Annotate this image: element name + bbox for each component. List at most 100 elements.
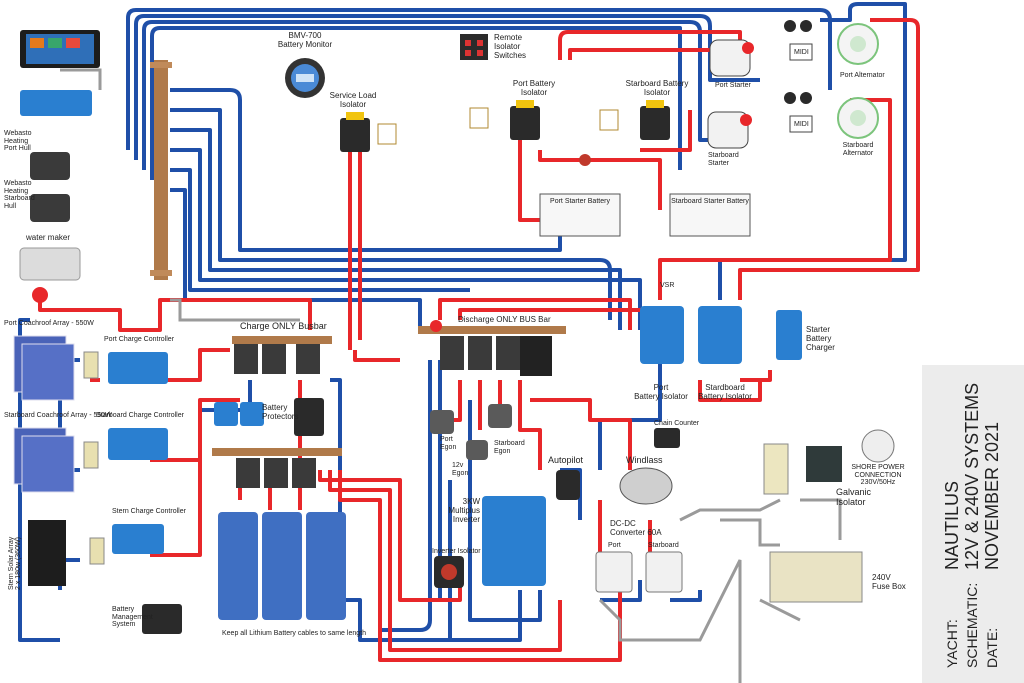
bmv-label: BMV-700 Battery Monitor xyxy=(277,31,333,49)
array-breaker xyxy=(83,441,99,469)
discharge-busbar xyxy=(418,320,566,376)
port-egon-label: Port Egon xyxy=(440,436,457,451)
starboard-egon xyxy=(488,404,512,428)
water-maker-label: water maker xyxy=(26,233,71,242)
battery-protectors-label: Battery Protectors xyxy=(262,403,299,421)
vsr-label: VSR xyxy=(660,282,675,289)
starboard-battery-isolator-label: Starboard Battery Isolator xyxy=(625,79,689,97)
webasto-port-controller xyxy=(30,152,70,180)
title-block xyxy=(922,365,1024,683)
bmv-700-monitor xyxy=(285,58,325,98)
service-load-isolator-label: Service Load Isolator xyxy=(329,91,377,109)
stern-array-label: Stern Solar Array 2 x 180w (360W) xyxy=(8,536,22,590)
dcdc-starboard-label: Starboard xyxy=(648,542,679,549)
midi-label-2: MIDI xyxy=(794,121,809,128)
shore-breaker xyxy=(763,443,789,495)
schematic-value: 12V & 240V SYSTEMS xyxy=(962,382,982,570)
stern-mppt xyxy=(112,524,164,554)
port-alternator-label: Port Alternator xyxy=(840,72,885,79)
port-isolator-label: Port Battery Isolator xyxy=(634,383,688,401)
gauge-icon xyxy=(800,20,812,32)
port-battery-isolator-label: Port Battery Isolator xyxy=(512,79,556,97)
remote-isolator-label: Remote Isolator Switches xyxy=(494,33,527,60)
stern-solar-array xyxy=(28,520,66,586)
cyrix-relay xyxy=(294,398,324,436)
autopilot-label: Autopilot xyxy=(548,455,584,465)
starter-charger-label: Starter Battery Charger xyxy=(806,325,835,352)
starboard-isolator-label: Stardboard Battery Isolator xyxy=(698,383,752,401)
yacht-label: YACHT: xyxy=(944,619,960,668)
fuse-holder xyxy=(579,154,591,166)
terminal-block xyxy=(599,109,619,131)
midi-fuse-stbd xyxy=(789,115,813,133)
date-label: DATE: xyxy=(984,627,1000,668)
midi-fuse-port xyxy=(789,43,813,61)
fuse-box-label: 240V Fuse Box xyxy=(872,573,906,591)
bms-label: Battery Management System xyxy=(112,606,153,629)
shore-power-inlet xyxy=(861,429,895,463)
bms-unit xyxy=(142,604,182,634)
port-cc-label: Port Charge Controller xyxy=(104,336,175,343)
midi-label: MIDI xyxy=(794,49,809,56)
port-alternator xyxy=(837,23,879,65)
starboard-battery-isolator xyxy=(640,100,670,140)
port-battery-isolator xyxy=(510,100,540,140)
discharge-busbar-label: Discharge ONLY BUS Bar xyxy=(458,315,551,324)
port-starter-battery-label: Port Starter Battery xyxy=(550,198,610,205)
negative-busbar xyxy=(150,60,172,280)
ac-fuse-box xyxy=(769,551,863,603)
schematic-label: SCHEMATIC: xyxy=(964,582,980,668)
dcdc-port xyxy=(595,551,633,593)
webasto-stbd-controller xyxy=(30,194,70,222)
galvanic-isolator-label: Galvanic Isolator xyxy=(836,487,872,507)
battery-protector xyxy=(214,402,238,426)
starboard-alternator xyxy=(837,97,879,139)
port-starter-battery xyxy=(539,193,621,237)
shore-power-label: SHORE POWER CONNECTION 230V/50Hz xyxy=(851,464,905,487)
starboard-mppt xyxy=(108,428,168,460)
port-starter-label: Port Starter xyxy=(715,82,751,89)
service-load-isolator xyxy=(340,112,370,152)
stern-cc-label: Stern Charge Controller xyxy=(112,508,186,515)
chain-counter xyxy=(654,428,680,448)
terminal-block xyxy=(377,123,397,145)
cerbo-gx xyxy=(20,90,92,116)
port-egon xyxy=(430,410,454,434)
galvanic-isolator xyxy=(806,446,842,482)
port-solar-array xyxy=(13,335,75,401)
lithium-battery xyxy=(306,512,346,620)
charge-busbar-label: Charge ONLY Busbar xyxy=(240,321,327,331)
webasto-stbd-label: Webasto Heating Starboard Hull xyxy=(4,180,35,211)
webasto-port-label: Webasto Heating Port Hull xyxy=(4,130,32,153)
egon-12v xyxy=(466,440,488,460)
remote-isolator-panel xyxy=(460,34,488,60)
water-maker-unit xyxy=(19,247,81,303)
chain-counter-label: Chain Counter xyxy=(654,420,700,427)
lithium-note: Keep all Lithium Battery cables to same … xyxy=(222,630,366,637)
yacht-value: NAUTILUS xyxy=(942,480,962,570)
multiplus-inverter xyxy=(482,496,546,586)
egon-12v-label: 12v Egon xyxy=(452,462,469,477)
starboard-array-label: Starboard Coachroof Array - 550W xyxy=(4,412,112,419)
dcdc-starboard xyxy=(645,551,683,593)
starter-battery-charger xyxy=(776,310,802,360)
gauge-icon xyxy=(800,92,812,104)
battery-protector xyxy=(240,402,264,426)
port-mppt xyxy=(108,352,168,384)
gauge-icon xyxy=(784,20,796,32)
starboard-cc-label: Starboard Charge Controller xyxy=(96,412,184,419)
windlass-unit xyxy=(619,467,673,505)
port-array-label: Port Coachroof Array - 550W xyxy=(4,320,94,327)
array-breaker xyxy=(89,537,105,565)
starboard-starter-motor xyxy=(707,111,752,149)
array-breaker xyxy=(83,351,99,379)
port-starter-motor xyxy=(709,39,754,77)
battery-busbar xyxy=(212,448,342,488)
gauge-icon xyxy=(784,92,796,104)
multiplus-label: 3KW Multiplus Inverter xyxy=(448,497,480,524)
starboard-egon-label: Starboard Egon xyxy=(494,440,525,455)
display-tablet xyxy=(20,30,100,68)
starboard-starter-label: Starboard Starter xyxy=(708,152,739,167)
date-value: NOVEMBER 2021 xyxy=(982,421,1002,570)
